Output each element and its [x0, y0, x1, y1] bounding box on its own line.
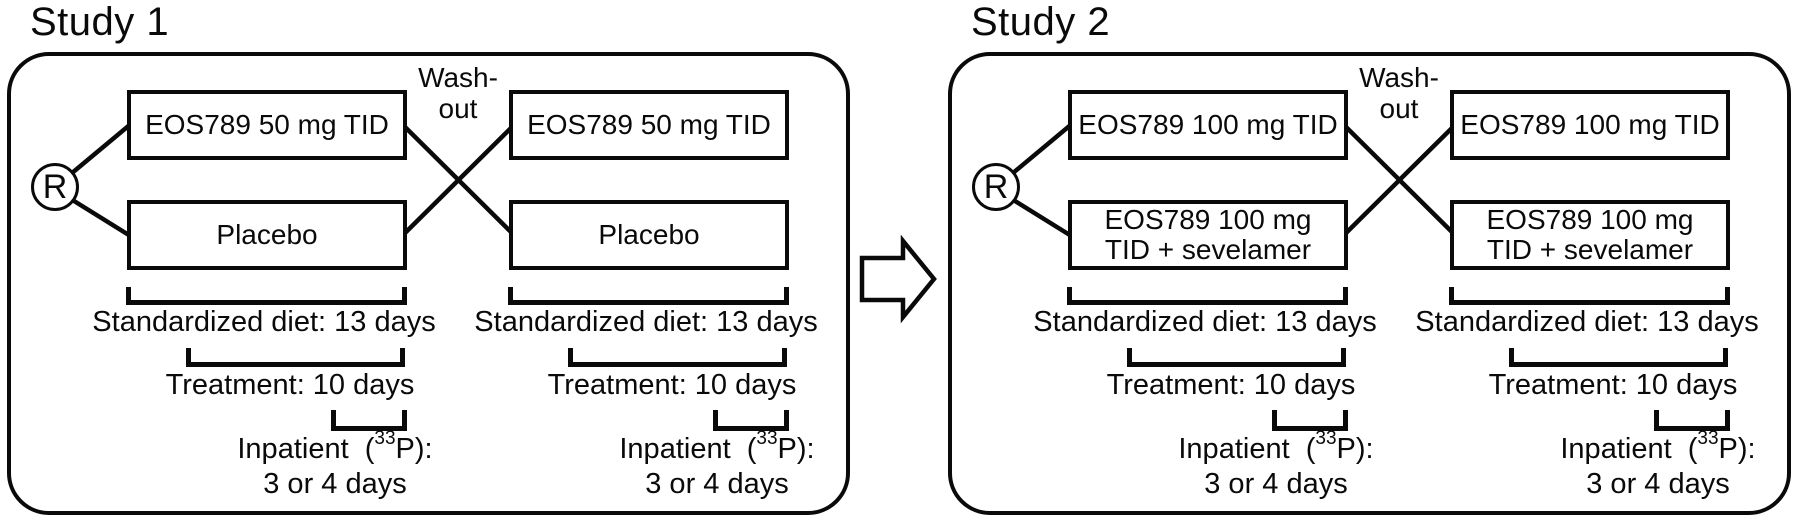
arm-box-label: EOS789 50 mg TID: [145, 109, 389, 140]
washout-line1: Wash-: [1359, 62, 1439, 93]
diet-duration-label: Standardized diet: 13 days: [1415, 306, 1759, 338]
arm-box-period1-bottom: Placebo: [127, 200, 407, 270]
treatment-duration-bracket: [186, 348, 405, 367]
arm-box-label-line2: TID + sevelamer: [1486, 234, 1694, 265]
treatment-duration-label: Treatment: 10 days: [547, 369, 797, 401]
block-arrow-right-icon: [859, 234, 937, 324]
study-title: Study 1: [30, 0, 170, 44]
arm-box-period2-top: EOS789 50 mg TID: [509, 90, 789, 160]
crossover-line-up: [401, 123, 516, 237]
arm-box-period2-top: EOS789 100 mg TID: [1450, 90, 1730, 160]
inpatient-line2: 3 or 4 days: [1204, 468, 1348, 500]
washout-line2: out: [1379, 93, 1419, 124]
diet-duration-label: Standardized diet: 13 days: [474, 306, 818, 338]
randomization-branch-line-bottom: [1005, 194, 1075, 239]
inpatient-duration-bracket: [331, 410, 407, 431]
inpatient-line1: Inpatient (33P):: [619, 428, 815, 465]
study-1-panel: Study 1 R Wash- out EOS789 50 mg TID Pla…: [0, 0, 860, 525]
arm-box-label: EOS789 100 mg TID: [1078, 109, 1338, 140]
diet-duration-bracket: [1067, 287, 1348, 305]
arm-box-label: EOS789 50 mg TID: [527, 109, 771, 140]
arm-box-label-line1: EOS789 100 mg: [1486, 204, 1694, 235]
arm-box-label-line1: EOS789 100 mg: [1104, 204, 1312, 235]
treatment-duration-bracket: [1127, 348, 1346, 367]
isotope-superscript: 33: [1697, 428, 1719, 449]
randomization-branch-line-top: [1005, 121, 1075, 180]
diet-duration-bracket: [1449, 287, 1730, 305]
treatment-duration-label: Treatment: 10 days: [165, 369, 415, 401]
isotope-superscript: 33: [756, 428, 778, 449]
diet-duration-label: Standardized diet: 13 days: [92, 306, 436, 338]
diet-duration-bracket: [126, 287, 407, 305]
arm-box-label-line1: Placebo: [216, 219, 318, 250]
washout-line2: out: [438, 93, 478, 124]
washout-label: Wash- out: [1339, 62, 1459, 124]
randomization-branch-line-bottom: [64, 194, 134, 239]
isotope-superscript: 33: [374, 428, 396, 449]
arm-box-label: EOS789 100 mg TID: [1460, 109, 1720, 140]
isotope-superscript: 33: [1315, 428, 1337, 449]
inpatient-duration-bracket: [1654, 410, 1730, 431]
inpatient-duration-bracket: [713, 410, 789, 431]
washout-label: Wash- out: [398, 62, 518, 124]
treatment-duration-bracket: [568, 348, 787, 367]
arm-box-period1-bottom: EOS789 100 mg TID + sevelamer: [1068, 200, 1348, 270]
diet-duration-bracket: [508, 287, 789, 305]
study-2-panel: Study 2 R Wash- out EOS789 100 mg TID EO…: [941, 0, 1800, 525]
inpatient-duration-label: Inpatient (33P): 3 or 4 days: [1448, 428, 1800, 502]
inpatient-duration-label: Inpatient (33P): 3 or 4 days: [507, 428, 927, 502]
arm-box-label-line2: TID + sevelamer: [1104, 234, 1312, 265]
inpatient-line1: Inpatient (33P):: [237, 428, 433, 465]
arm-box-period1-top: EOS789 50 mg TID: [127, 90, 407, 160]
inpatient-line2: 3 or 4 days: [263, 468, 407, 500]
arm-box-period2-bottom: Placebo: [509, 200, 789, 270]
inpatient-line2: 3 or 4 days: [1586, 468, 1730, 500]
connector-lines: [64, 121, 516, 239]
connector-lines: [1005, 121, 1457, 239]
randomization-icon: R: [972, 163, 1020, 211]
arm-box-period2-bottom: EOS789 100 mg TID + sevelamer: [1450, 200, 1730, 270]
arm-box-label-line1: Placebo: [598, 219, 700, 250]
randomization-letter: R: [42, 167, 68, 206]
inpatient-line2: 3 or 4 days: [645, 468, 789, 500]
treatment-duration-bracket: [1509, 348, 1728, 367]
randomization-letter: R: [983, 167, 1009, 206]
inpatient-line1: Inpatient (33P):: [1178, 428, 1374, 465]
study-frame: [948, 52, 1791, 515]
treatment-duration-label: Treatment: 10 days: [1106, 369, 1356, 401]
inpatient-duration-bracket: [1272, 410, 1348, 431]
inter-study-arrow-icon: [859, 234, 937, 324]
inpatient-line1: Inpatient (33P):: [1560, 428, 1756, 465]
washout-line1: Wash-: [418, 62, 498, 93]
inpatient-duration-label: Inpatient (33P): 3 or 4 days: [1066, 428, 1486, 502]
inpatient-duration-label: Inpatient (33P): 3 or 4 days: [125, 428, 545, 502]
diet-duration-label: Standardized diet: 13 days: [1033, 306, 1377, 338]
arm-box-period1-top: EOS789 100 mg TID: [1068, 90, 1348, 160]
study-frame: [7, 52, 850, 515]
crossover-line-up: [1342, 123, 1457, 237]
treatment-duration-label: Treatment: 10 days: [1488, 369, 1738, 401]
study-title: Study 2: [971, 0, 1111, 44]
randomization-branch-line-top: [64, 121, 134, 180]
randomization-icon: R: [31, 163, 79, 211]
